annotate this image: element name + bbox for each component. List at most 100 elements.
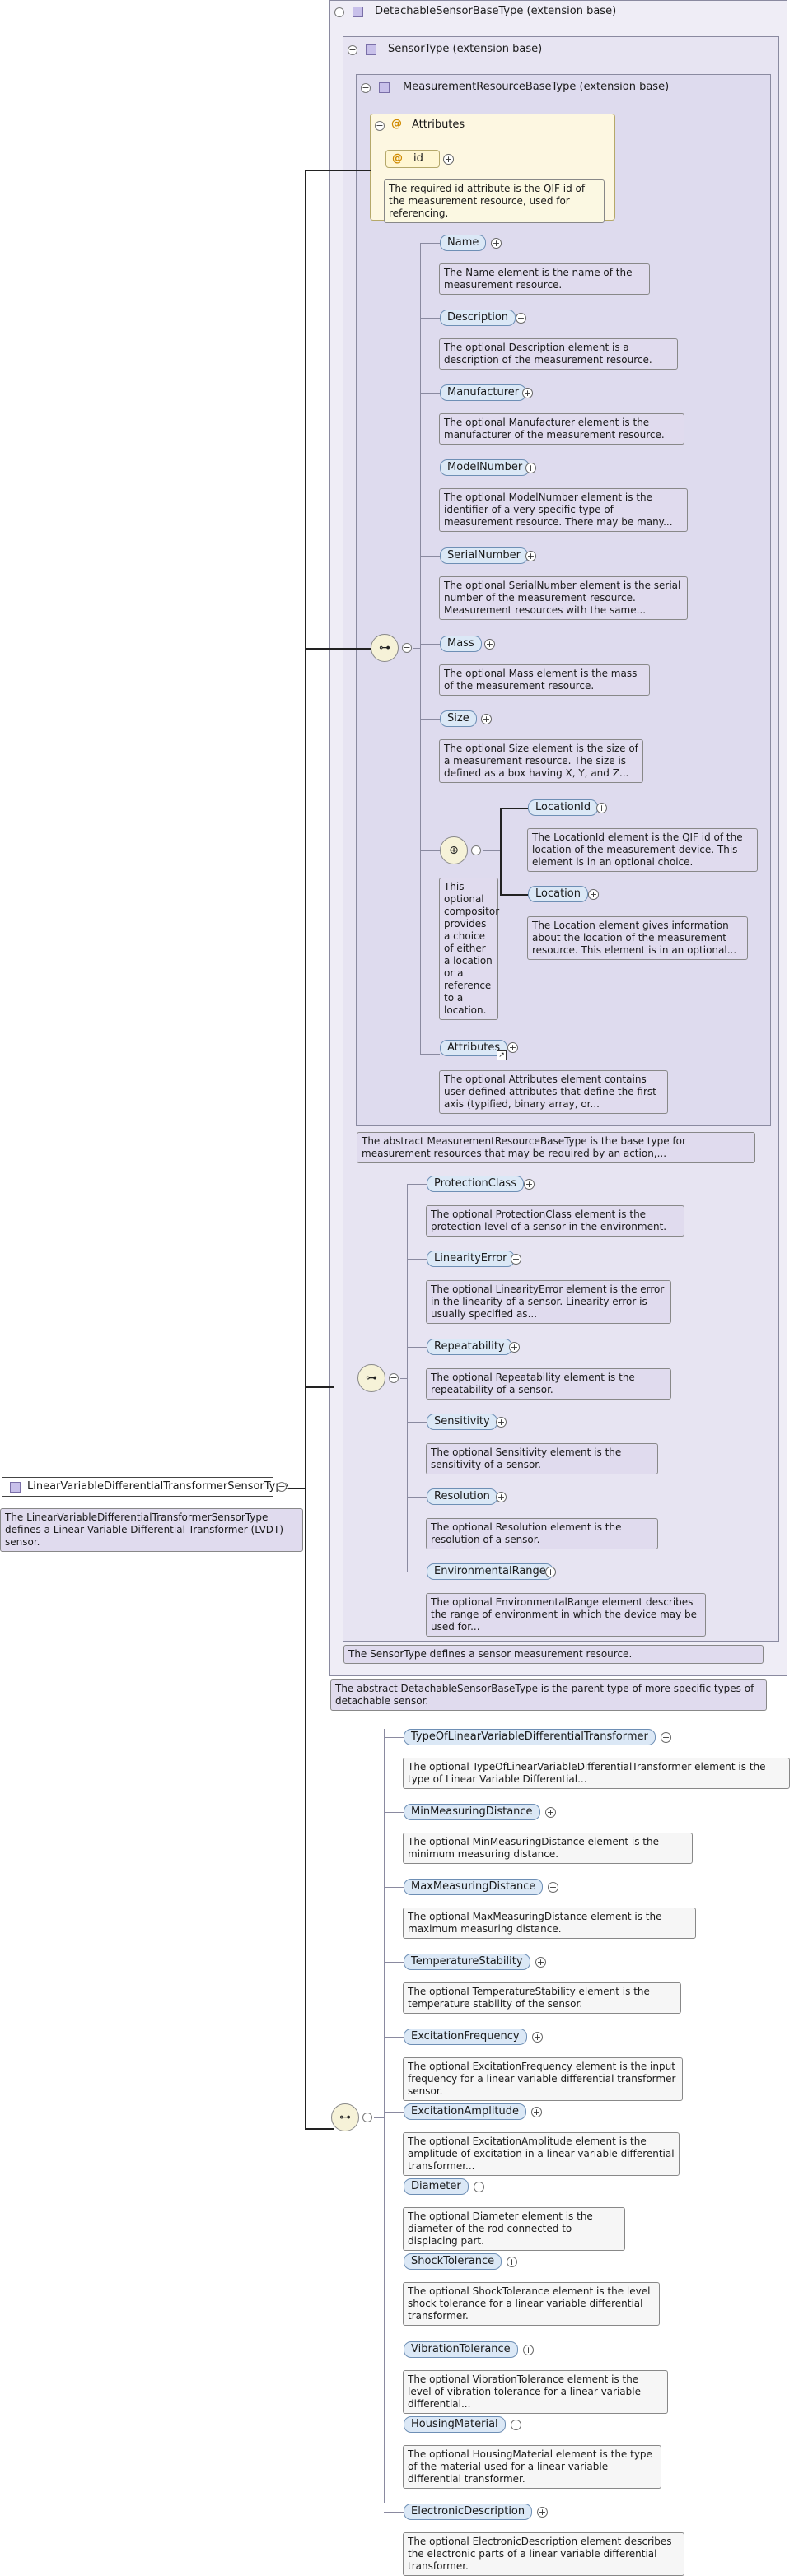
element-protectionclass[interactable]: ProtectionClass	[427, 1176, 524, 1192]
connector	[407, 1184, 408, 1572]
element-lvdt-doc: The optional TemperatureStability elemen…	[403, 1982, 681, 2014]
element-lvdt[interactable]: MaxMeasuringDistance	[404, 1879, 544, 1895]
element-lvdt-doc: The optional Diameter element is the dia…	[403, 2207, 625, 2251]
plus-expand-icon[interactable]: +	[496, 1417, 507, 1428]
connector	[305, 2128, 334, 2130]
plus-expand-icon[interactable]: +	[545, 1807, 556, 1818]
attributes-title: Attributes	[412, 119, 465, 131]
plus-expand-icon[interactable]: +	[481, 714, 492, 724]
sequence-compositor-icon[interactable]: ⊶	[371, 634, 399, 662]
plus-expand-icon[interactable]: +	[509, 1342, 520, 1353]
collapse-toggle-icon[interactable]: −	[334, 7, 344, 17]
complex-type-icon	[379, 82, 390, 93]
plus-expand-icon[interactable]: +	[507, 2257, 517, 2267]
plus-expand-icon[interactable]: +	[516, 313, 526, 324]
choice-doc: This optional compositor provides a choi…	[439, 878, 499, 1020]
collapse-toggle-icon[interactable]: −	[277, 1481, 287, 1492]
plus-expand-icon[interactable]: +	[525, 551, 536, 561]
plus-expand-icon[interactable]: +	[596, 803, 607, 813]
plus-expand-icon[interactable]: +	[532, 2032, 543, 2043]
connector	[500, 808, 528, 809]
element-lvdt[interactable]: TemperatureStability	[404, 1954, 530, 1970]
element-lvdt[interactable]: ElectronicDescription	[404, 2504, 533, 2520]
connector	[420, 1054, 440, 1055]
at-sign-icon: @	[392, 152, 403, 165]
connector	[407, 1347, 427, 1348]
complex-type-icon	[353, 7, 363, 17]
element-lvdt[interactable]: ShockTolerance	[404, 2253, 502, 2270]
connector	[420, 644, 440, 645]
collapse-toggle-icon[interactable]: −	[471, 845, 481, 855]
element-sensitivity-doc: The optional Sensitivity element is the …	[426, 1443, 658, 1474]
id-attribute[interactable]	[385, 150, 440, 168]
choice-compositor-icon[interactable]: ⊕	[440, 836, 468, 864]
collapse-toggle-icon[interactable]: −	[375, 120, 385, 131]
element-sensitivity[interactable]: Sensitivity	[427, 1414, 497, 1430]
plus-expand-icon[interactable]: +	[525, 463, 536, 473]
connector	[374, 2117, 384, 2118]
element-lvdt-doc: The optional ExcitationAmplitude element…	[403, 2132, 680, 2176]
plus-expand-icon[interactable]: +	[484, 639, 495, 650]
ext1-title: DetachableSensorBaseType (extension base…	[375, 5, 617, 17]
plus-expand-icon[interactable]: +	[524, 1179, 535, 1190]
element-repeatability-doc: The optional Repeatability element is th…	[426, 1368, 671, 1400]
element-repeatability[interactable]: Repeatability	[427, 1339, 512, 1355]
plus-expand-icon[interactable]: +	[496, 1492, 507, 1502]
element-attributes[interactable]: Attributes	[440, 1040, 508, 1056]
element-serialnumber[interactable]: SerialNumber	[440, 547, 529, 564]
element-environmentalrange[interactable]: EnvironmentalRange	[427, 1563, 553, 1580]
element-manufacturer[interactable]: Manufacturer	[440, 384, 527, 401]
element-lvdt[interactable]: VibrationTolerance	[404, 2341, 518, 2358]
element-size[interactable]: Size	[440, 710, 477, 727]
connector	[384, 1962, 404, 1963]
sequence-compositor-icon[interactable]: ⊶	[331, 2103, 359, 2131]
element-lvdt-doc: The optional MinMeasuringDistance elemen…	[403, 1833, 693, 1864]
plus-expand-icon[interactable]: +	[443, 154, 454, 165]
element-lvdt-doc: The optional MaxMeasuringDistance elemen…	[403, 1908, 696, 1939]
plus-expand-icon[interactable]: +	[535, 1957, 546, 1968]
plus-expand-icon[interactable]: +	[511, 1254, 521, 1265]
collapse-toggle-icon[interactable]: −	[348, 44, 357, 55]
collapse-toggle-icon[interactable]: −	[402, 642, 412, 653]
connector	[384, 1887, 404, 1888]
plus-expand-icon[interactable]: +	[491, 238, 502, 249]
collapse-toggle-icon[interactable]: −	[362, 2112, 372, 2122]
element-attributes-doc: The optional Attributes element contains…	[439, 1070, 668, 1114]
element-description-doc: The optional Description element is a de…	[439, 338, 678, 370]
plus-expand-icon[interactable]: +	[522, 388, 533, 398]
plus-expand-icon[interactable]: +	[545, 1567, 556, 1577]
element-description[interactable]: Description	[440, 310, 516, 326]
element-lvdt[interactable]: MinMeasuringDistance	[404, 1804, 540, 1820]
element-location[interactable]: Location	[528, 886, 588, 902]
element-lvdt[interactable]: Diameter	[404, 2178, 469, 2195]
element-resolution[interactable]: Resolution	[427, 1488, 497, 1505]
element-name[interactable]: Name	[440, 235, 487, 251]
connector	[500, 894, 528, 896]
element-lvdt[interactable]: HousingMaterial	[404, 2416, 506, 2433]
element-lvdt[interactable]: ExcitationAmplitude	[404, 2103, 527, 2120]
plus-expand-icon[interactable]: +	[537, 2507, 548, 2518]
plus-expand-icon[interactable]: +	[511, 2420, 521, 2430]
element-mass[interactable]: Mass	[440, 636, 482, 652]
element-locationid[interactable]: LocationId	[528, 799, 599, 816]
root-type-name: LinearVariableDifferentialTransformerSen…	[27, 1480, 289, 1493]
root-type-box[interactable]: LinearVariableDifferentialTransformerSen…	[2, 1477, 289, 1497]
sequence-compositor-icon[interactable]: ⊶	[357, 1364, 385, 1392]
plus-expand-icon[interactable]: +	[548, 1882, 558, 1893]
plus-expand-icon[interactable]: +	[523, 2345, 534, 2355]
plus-expand-icon[interactable]: +	[474, 2182, 484, 2192]
plus-expand-icon[interactable]: +	[531, 2107, 542, 2117]
element-modelnumber[interactable]: ModelNumber	[440, 459, 530, 476]
element-lvdt[interactable]: ExcitationFrequency	[404, 2029, 527, 2045]
plus-expand-icon[interactable]: +	[588, 889, 599, 900]
plus-expand-icon[interactable]: +	[507, 1042, 518, 1053]
element-linearityerror[interactable]: LinearityError	[427, 1251, 515, 1267]
element-locationid-doc: The LocationId element is the QIF id of …	[527, 828, 758, 872]
element-environmentalrange-doc: The optional EnvironmentalRange element …	[426, 1593, 706, 1637]
element-resolution-doc: The optional Resolution element is the r…	[426, 1518, 658, 1549]
plus-expand-icon[interactable]: +	[661, 1732, 671, 1743]
element-lvdt[interactable]: TypeOfLinearVariableDifferentialTransfor…	[404, 1729, 656, 1745]
collapse-toggle-icon[interactable]: −	[361, 82, 371, 93]
connector	[407, 1259, 427, 1260]
collapse-toggle-icon[interactable]: −	[389, 1372, 399, 1383]
